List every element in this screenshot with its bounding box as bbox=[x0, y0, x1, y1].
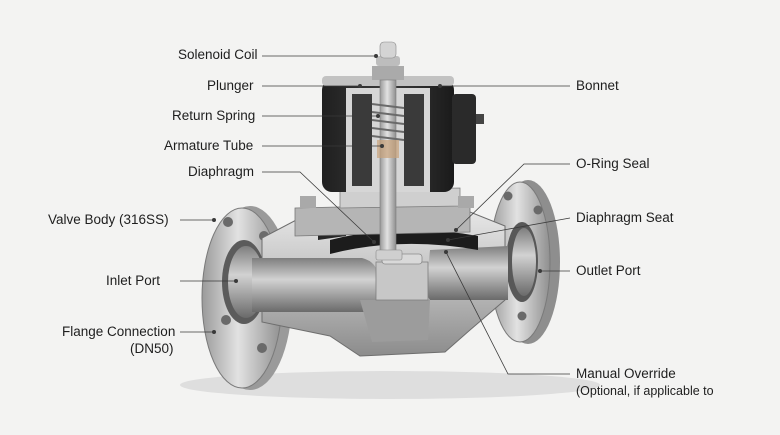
leader-lines bbox=[180, 55, 571, 375]
label-valve-body: Valve Body (316SS) bbox=[48, 212, 169, 227]
flange-bolt-hole bbox=[533, 205, 543, 215]
flange-bolt-hole bbox=[257, 343, 267, 353]
label-oring-seal: O-Ring Seal bbox=[576, 156, 650, 171]
return-spring-coils bbox=[371, 103, 405, 141]
valve-body bbox=[252, 211, 508, 357]
flange-bolt-hole bbox=[221, 315, 231, 325]
ground-shadow bbox=[180, 371, 600, 399]
leader-diaphragm bbox=[262, 171, 375, 243]
label-inlet-port: Inlet Port bbox=[106, 273, 161, 288]
leader-oring bbox=[455, 163, 570, 231]
label-outlet-port: Outlet Port bbox=[576, 263, 641, 278]
label-armature-tube: Armature Tube bbox=[164, 138, 254, 153]
armature-assembly bbox=[371, 41, 405, 261]
leader-manual-override bbox=[445, 251, 570, 375]
label-flange-size: (DN50) bbox=[130, 341, 174, 356]
label-solenoid-coil: Solenoid Coil bbox=[178, 47, 258, 62]
label-diaphragm: Diaphragm bbox=[188, 164, 255, 179]
electrical-connector bbox=[452, 94, 484, 164]
label-return-spring: Return Spring bbox=[172, 108, 256, 123]
flange-bolt-hole bbox=[223, 217, 233, 227]
leader-diaphragm-seat bbox=[447, 217, 571, 241]
leader-dots bbox=[212, 54, 542, 334]
label-diaphragm-seat: Diaphragm Seat bbox=[576, 210, 674, 225]
label-plunger: Plunger bbox=[207, 78, 254, 93]
right-flange bbox=[489, 180, 560, 344]
flange-bolt-hole bbox=[517, 311, 527, 321]
label-manual-override: Manual Override bbox=[576, 366, 676, 381]
flange-bolt-hole bbox=[503, 191, 513, 201]
label-bonnet: Bonnet bbox=[576, 78, 619, 93]
label-flange-connection: Flange Connection bbox=[62, 324, 176, 339]
label-manual-override-note: (Optional, if applicable to bbox=[576, 384, 714, 398]
